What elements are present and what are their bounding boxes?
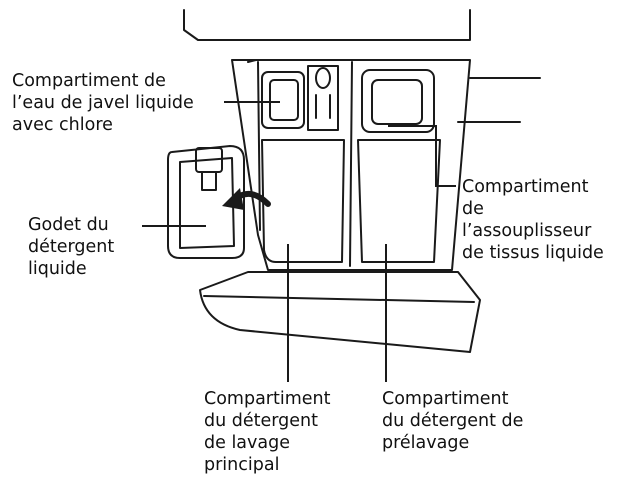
- detergent-cup-neck: [201, 171, 217, 191]
- siphon-neck: [315, 94, 331, 119]
- softener-compartment-inner: [371, 79, 423, 125]
- main-wash-compartment: [261, 139, 345, 263]
- detergent-cup: [167, 145, 245, 259]
- label-bleach-compartment: Compartiment de l’eau de javel liquide a…: [12, 71, 194, 135]
- bleach-compartment: [261, 71, 305, 129]
- curved-arrow-icon: [222, 188, 271, 210]
- drawer-outline: [231, 59, 471, 271]
- detergent-cup-handle: [195, 147, 223, 173]
- drawer-inner-top: [247, 59, 261, 231]
- drawer-front-panel: [199, 271, 481, 353]
- label-softener-compartment: Compartiment de l’assouplisseur de tissu…: [462, 177, 604, 263]
- label-detergent-cup: Godet du détergent liquide: [28, 215, 115, 279]
- softener-compartment: [361, 69, 435, 133]
- label-main-wash-compartment: Compartiment du détergent de lavage prin…: [204, 389, 331, 475]
- bleach-compartment-inner: [269, 79, 299, 121]
- machine-body-outline: [183, 9, 471, 41]
- prewash-compartment: [357, 139, 441, 263]
- drawer-front-edge: [203, 295, 475, 303]
- leader-softener: [388, 125, 456, 187]
- compartment-divider: [349, 61, 353, 267]
- siphon-hole: [315, 67, 331, 89]
- detergent-cup-inner: [179, 157, 235, 249]
- siphon-cap: [307, 65, 339, 131]
- label-prewash-compartment: Compartiment du détergent de prélavage: [382, 389, 524, 453]
